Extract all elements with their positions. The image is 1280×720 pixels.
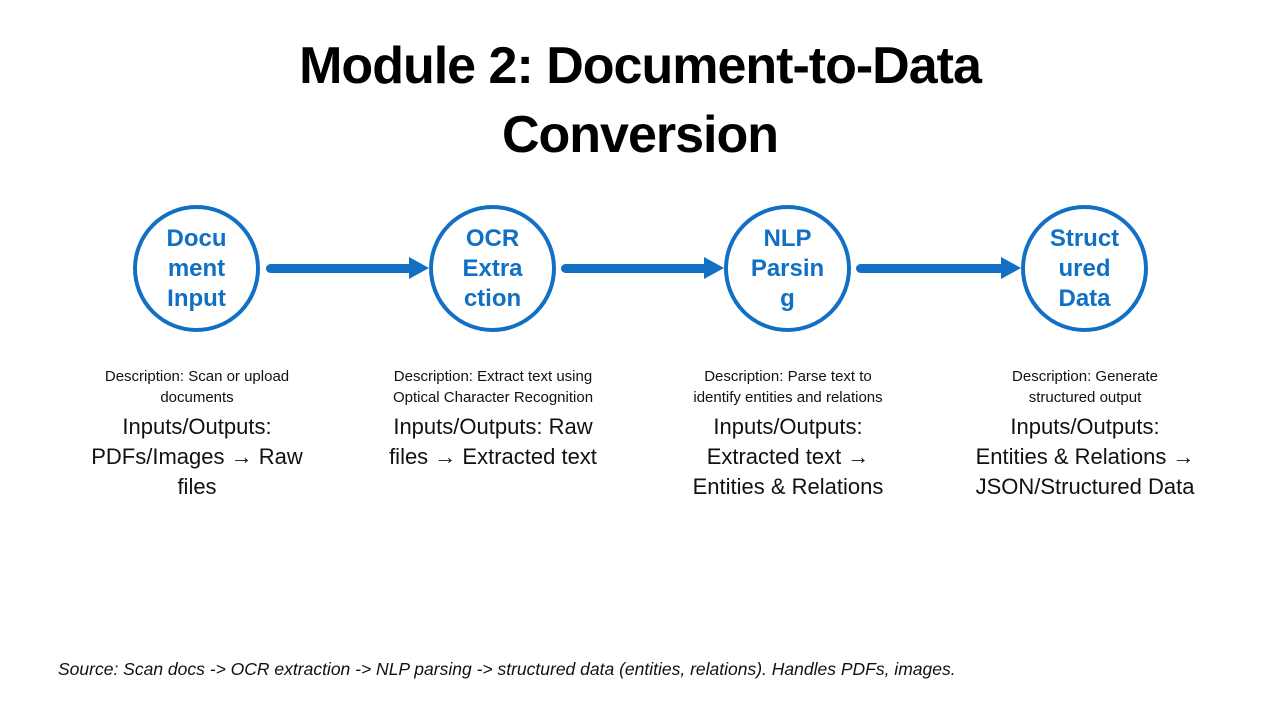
node-description: Description: Parse text to identify enti… — [693, 368, 883, 406]
node-inputs-outputs: Inputs/Outputs: Extracted text → Entitie… — [692, 414, 884, 499]
node-info-document-input: Description: Scan or upload documents In… — [52, 366, 342, 502]
flow-arrow-1 — [266, 257, 429, 279]
node-label: Struct ured Data — [1049, 224, 1120, 312]
node-description: Description: Generate structured output — [1012, 368, 1158, 406]
node-inputs-outputs: Inputs/Outputs: PDFs/Images → Raw files — [91, 414, 303, 499]
flow-node-structured-data: Struct ured Data — [1021, 205, 1148, 332]
arrow-shaft — [561, 263, 704, 273]
arrow-shaft — [856, 263, 1001, 273]
arrow-shaft — [266, 263, 409, 273]
arrow-right-icon — [1001, 257, 1021, 279]
source-note: Source: Scan docs -> OCR extraction -> N… — [58, 659, 956, 679]
node-info-nlp-parsing: Description: Parse text to identify enti… — [643, 366, 933, 502]
slide-title-text: Module 2: Document-to-Data Conversion — [299, 37, 982, 165]
node-info-structured-data: Description: Generate structured output … — [940, 366, 1230, 502]
flow-arrow-2 — [561, 257, 724, 279]
node-description: Description: Extract text using Optical … — [392, 368, 594, 406]
arrow-right-icon — [704, 257, 724, 279]
arrow-right-icon — [409, 257, 429, 279]
flow-node-ocr-extraction: OCR Extra ction — [429, 205, 556, 332]
node-label: Docu ment Input — [166, 224, 227, 312]
node-info-ocr-extraction: Description: Extract text using Optical … — [348, 366, 638, 472]
node-inputs-outputs: Inputs/Outputs: Raw files → Extracted te… — [389, 414, 597, 469]
node-label: OCR Extra ction — [462, 224, 523, 312]
node-inputs-outputs: Inputs/Outputs: Entities & Relations → J… — [975, 414, 1195, 499]
flow-node-nlp-parsing: NLP Parsin g — [724, 205, 851, 332]
node-label: NLP Parsin g — [750, 224, 825, 312]
flow-arrow-3 — [856, 257, 1021, 279]
flow-node-document-input: Docu ment Input — [133, 205, 260, 332]
node-description: Description: Scan or upload documents — [104, 368, 290, 406]
slide-title: Module 2: Document-to-Data Conversion — [0, 32, 1280, 170]
